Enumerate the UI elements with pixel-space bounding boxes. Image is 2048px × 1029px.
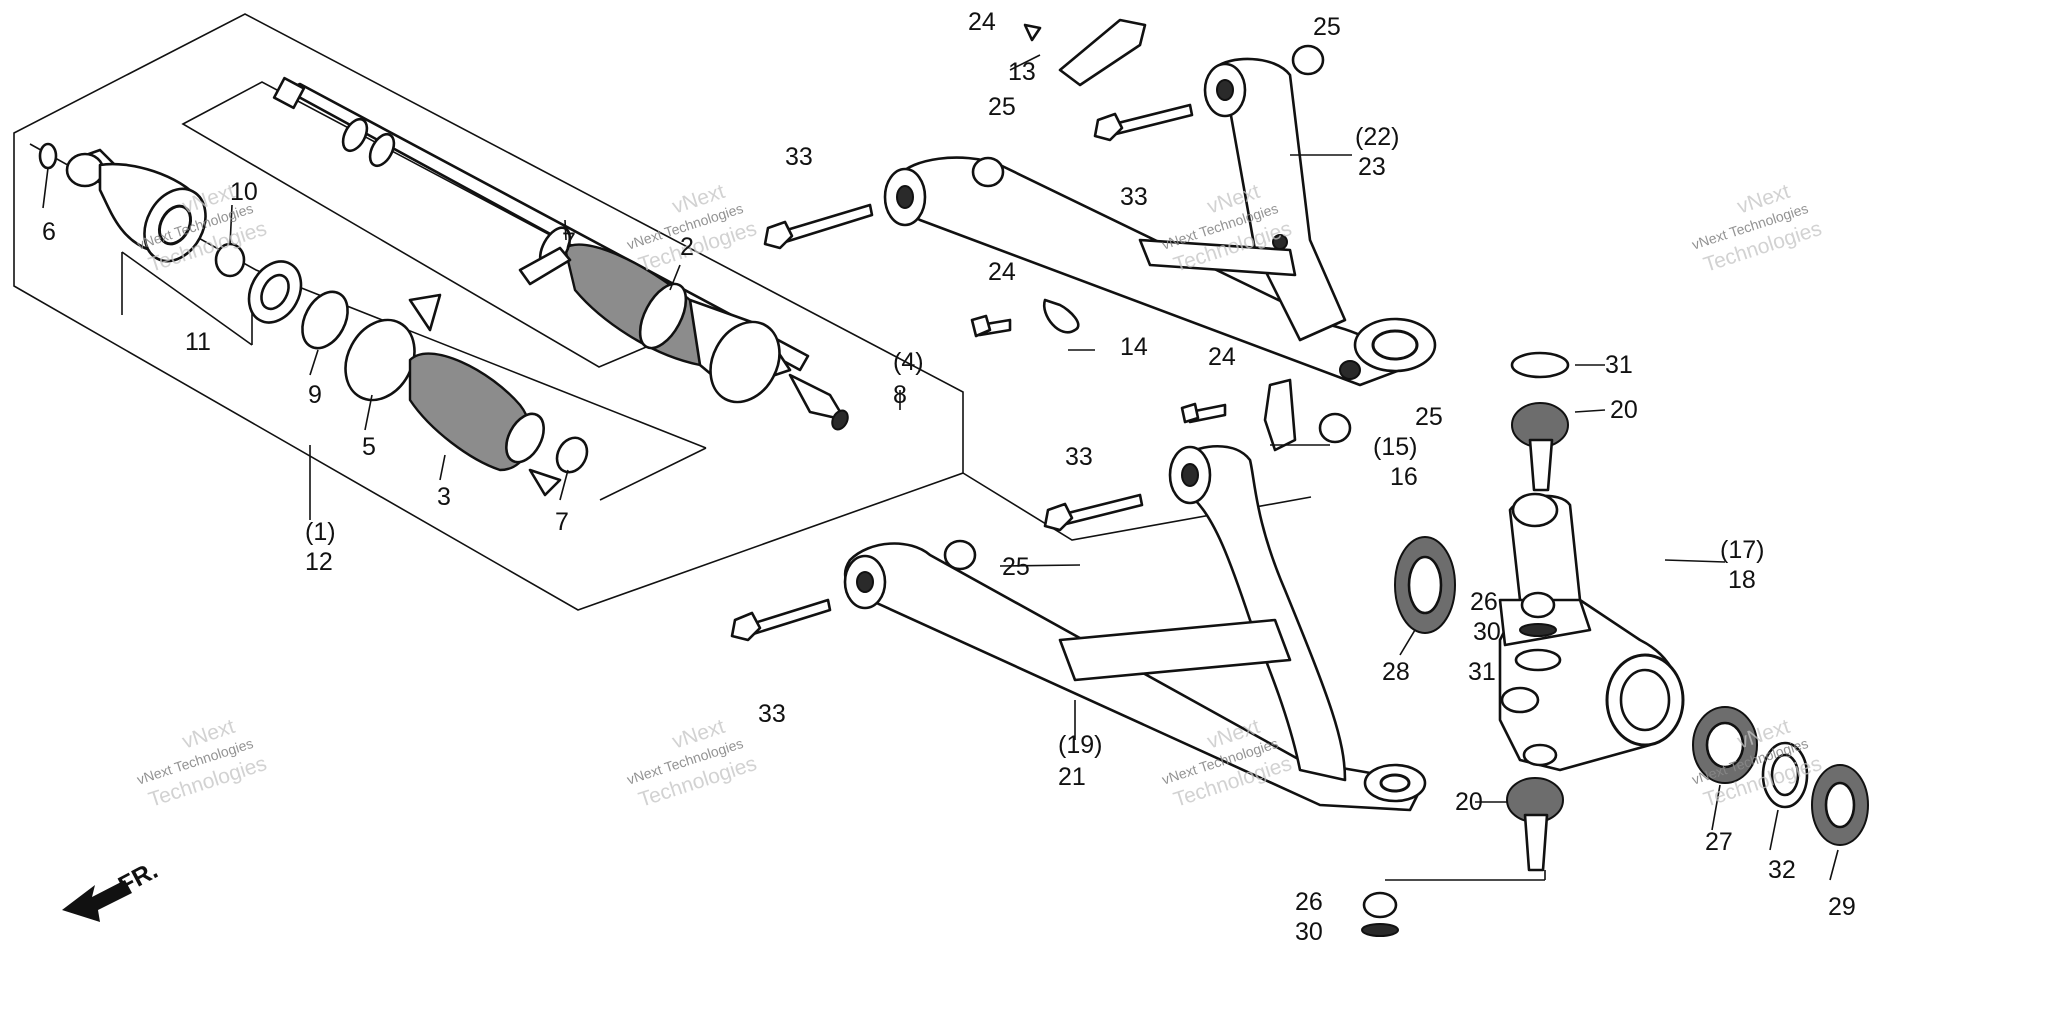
- callout-label: 20: [1610, 396, 1638, 424]
- callout-label: 24: [988, 258, 1016, 286]
- callout-label: 12: [305, 548, 333, 576]
- callout-label: 9: [308, 381, 322, 409]
- callout-label: 31: [1468, 658, 1496, 686]
- callout-label: 25: [1002, 553, 1030, 581]
- callout-label: (15): [1373, 433, 1417, 461]
- callout-label: 21: [1058, 763, 1086, 791]
- callout-label: 30: [1473, 618, 1501, 646]
- callout-label: (17): [1720, 536, 1764, 564]
- callout-label: 10: [230, 178, 258, 206]
- callout-label: 25: [988, 93, 1016, 121]
- inner-cv-joint: [38, 142, 589, 497]
- callout-label: 27: [1705, 828, 1733, 856]
- callout-label: 28: [1382, 658, 1410, 686]
- callout-label: 31: [1605, 351, 1633, 379]
- front-arrow-icon: [62, 880, 132, 922]
- callout-label: 30: [1295, 918, 1323, 946]
- leader-lines: [42, 54, 1839, 881]
- callout-label: 33: [1120, 183, 1148, 211]
- callout-label: 26: [1470, 588, 1498, 616]
- front-direction-indicator: FR.: [62, 856, 162, 922]
- upper-control-arm: [883, 57, 1437, 387]
- callout-label: (4): [893, 348, 924, 376]
- callout-label: 11: [185, 328, 211, 356]
- callout-label: (19): [1058, 731, 1102, 759]
- callout-label: 25: [1415, 403, 1443, 431]
- callout-label: 13: [1008, 58, 1036, 86]
- ball-joints: [1361, 351, 1570, 937]
- callout-label: 3: [437, 483, 451, 511]
- callout-label: 7: [562, 228, 576, 256]
- callout-label: 23: [1358, 153, 1386, 181]
- callout-label: (1): [305, 518, 336, 546]
- callout-label: 2: [680, 233, 694, 261]
- callout-label: 14: [1120, 333, 1148, 361]
- lower-control-arm: [843, 445, 1427, 812]
- bolts: [730, 23, 1352, 642]
- callout-label: 7: [555, 508, 569, 536]
- callout-label: 33: [785, 143, 813, 171]
- callout-labels: 6 10 11 9 5 3 7 (1)12 7 2 (4) 8 24 13 25 25 33 33 (22)23 24…: [42, 8, 1856, 946]
- callout-label: 18: [1728, 566, 1756, 594]
- callout-label: 33: [758, 700, 786, 728]
- callout-label: 24: [1208, 343, 1236, 371]
- callout-label: 24: [968, 8, 996, 36]
- callout-label: 6: [42, 218, 56, 246]
- callout-label: 16: [1390, 463, 1418, 491]
- callout-label: 8: [893, 381, 907, 409]
- callout-label: 5: [362, 433, 376, 461]
- callout-label: 20: [1455, 788, 1483, 816]
- callout-label: 32: [1768, 856, 1796, 884]
- callout-label: (22): [1355, 123, 1399, 151]
- callout-label: 33: [1065, 443, 1093, 471]
- drive-shaft: [272, 76, 849, 431]
- callout-label: 26: [1295, 888, 1323, 916]
- callout-label: 25: [1313, 13, 1341, 41]
- callout-label: 29: [1828, 893, 1856, 921]
